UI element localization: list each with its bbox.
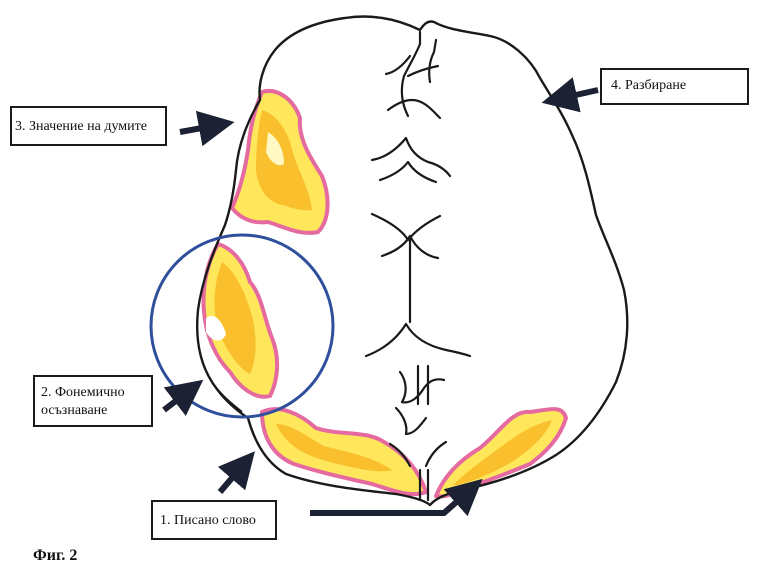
arrow-comprehension	[541, 77, 599, 113]
label-word-meaning: 3. Значение на думите	[10, 106, 167, 146]
figure-caption: Фиг. 2	[33, 547, 78, 564]
label-comprehension: 4. Разбиране	[600, 68, 749, 105]
arrow-written-word-right	[310, 478, 483, 517]
activation-regions	[201, 89, 568, 499]
label-phonemic-awareness-line2: осъзнаване	[41, 403, 108, 418]
label-written-word-text: 1. Писано слово	[160, 513, 256, 528]
pointer-arrows	[162, 77, 599, 517]
arrow-written-word-left	[217, 451, 255, 494]
arrow-word-meaning	[179, 110, 235, 147]
label-phonemic-awareness: 2. Фонемично осъзнаване	[33, 375, 153, 427]
midline-fissure	[364, 30, 472, 502]
arrow-phonemic-awareness	[162, 379, 204, 416]
label-written-word: 1. Писано слово	[151, 500, 277, 540]
label-comprehension-text: 4. Разбиране	[611, 78, 687, 93]
highlight-circle	[149, 233, 335, 419]
label-word-meaning-text: 3. Значение на думите	[15, 119, 147, 134]
label-phonemic-awareness-line1: 2. Фонемично	[41, 385, 125, 400]
